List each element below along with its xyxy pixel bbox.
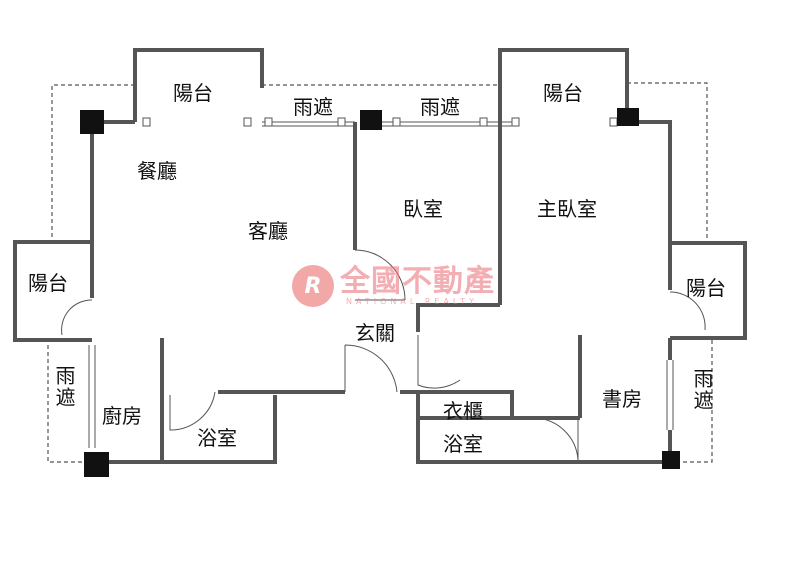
label-bathroom-2: 浴室	[443, 432, 483, 456]
realty-logo-icon: R	[292, 265, 334, 307]
label-bathroom-1: 浴室	[197, 426, 237, 450]
label-canopy-top-left: 雨遮	[293, 95, 333, 119]
watermark-english: NATIONAL REALTY	[346, 296, 479, 306]
label-balcony-left: 陽台	[28, 271, 68, 295]
structural-columns	[80, 108, 680, 477]
canopy-outlines	[47, 82, 713, 463]
label-balcony-top-right: 陽台	[543, 81, 583, 105]
label-entrance: 玄關	[355, 321, 395, 345]
label-living: 客廳	[248, 219, 288, 243]
label-balcony-right: 陽台	[686, 276, 726, 300]
label-canopy-top-right: 雨遮	[420, 95, 460, 119]
watermark-logo: R 全國不動產 NATIONAL REALTY	[292, 265, 495, 307]
label-bedroom: 臥室	[403, 197, 443, 221]
label-canopy-left: 雨遮	[52, 365, 76, 409]
label-dining: 餐廳	[137, 159, 177, 183]
label-wardrobe: 衣櫃	[443, 399, 483, 423]
walls	[13, 48, 747, 464]
label-kitchen: 廚房	[102, 404, 142, 428]
label-master-bedroom: 主臥室	[537, 197, 597, 221]
watermark-name: 全國不動產	[340, 263, 495, 299]
label-study: 書房	[602, 387, 642, 411]
label-balcony-top-left: 陽台	[173, 81, 213, 105]
label-canopy-right: 雨遮	[690, 368, 714, 412]
windows-and-doors	[61, 117, 706, 461]
